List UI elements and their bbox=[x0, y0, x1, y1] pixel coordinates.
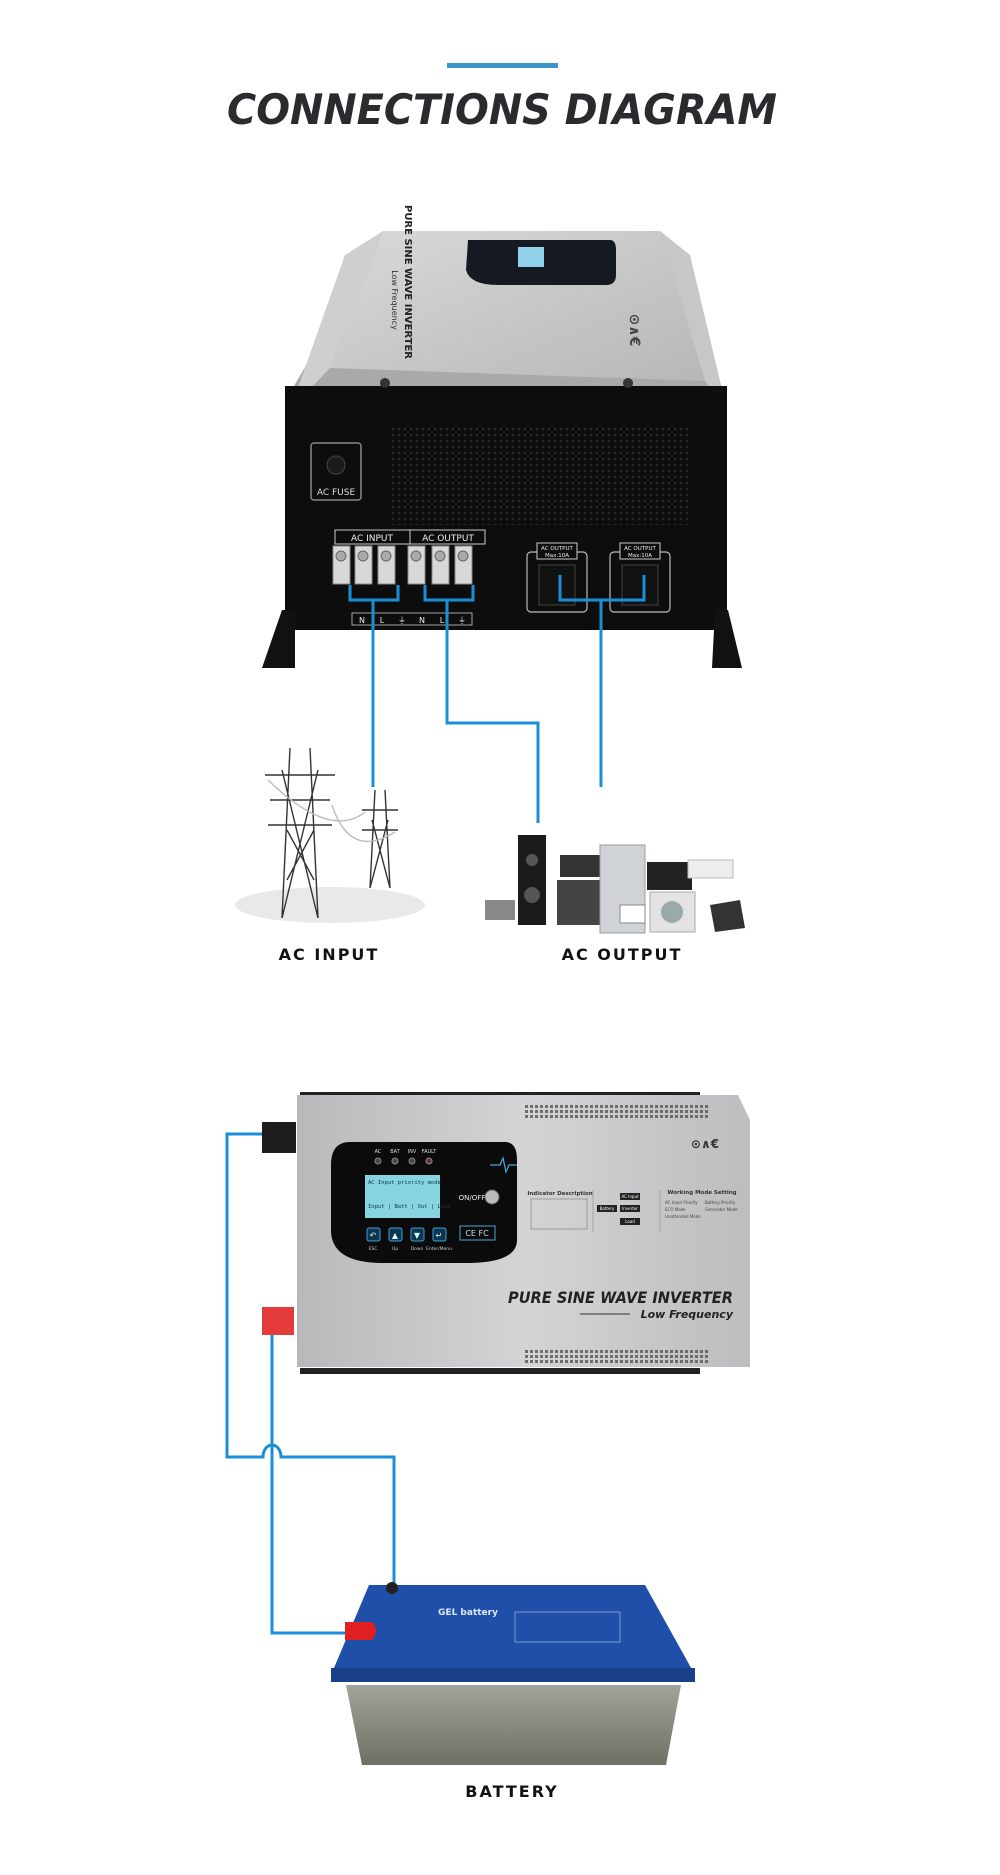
led-label: INV bbox=[408, 1149, 417, 1155]
terminal-block bbox=[332, 545, 473, 585]
battery-negative-post bbox=[386, 1582, 398, 1594]
panel-button-enter-menu[interactable] bbox=[432, 1227, 447, 1242]
panel-button-esc[interactable] bbox=[366, 1227, 381, 1242]
battery-brand: GEL battery bbox=[438, 1608, 498, 1618]
brand-logo-front: ⊙∧€ bbox=[691, 1137, 719, 1151]
led-label: AC bbox=[375, 1149, 382, 1155]
status-led bbox=[425, 1157, 433, 1165]
title-accent-bar bbox=[447, 63, 558, 68]
ac-output-label: AC OUTPUT bbox=[561, 945, 683, 964]
mode-option: Unattended Mode bbox=[665, 1214, 701, 1219]
front-product-name: PURE SINE WAVE INVERTER bbox=[508, 1288, 733, 1307]
mode-title: Working Mode Setting bbox=[667, 1190, 736, 1196]
status-led bbox=[408, 1157, 416, 1165]
panel-button-up[interactable] bbox=[388, 1227, 403, 1242]
flow-box: Inverter bbox=[622, 1206, 638, 1211]
terminal-label-ac-output: AC OUTPUT bbox=[422, 534, 474, 544]
terminal-screw[interactable] bbox=[454, 545, 473, 585]
terminal-label-ac-input: AC INPUT bbox=[351, 534, 394, 544]
inverter-rear-view: PURE SINE WAVE INVERTER Low Frequency ⊙∧… bbox=[262, 205, 742, 668]
button-label: Enter/Menu bbox=[426, 1246, 452, 1252]
button-glyph-icon: ↵ bbox=[436, 1231, 443, 1240]
button-glyph-icon: ↶ bbox=[369, 1231, 377, 1240]
terminal-screw[interactable] bbox=[431, 545, 450, 585]
terminal-screw[interactable] bbox=[407, 545, 426, 585]
inverter-front-view: AC BAT INV FAULT AC Input priority mode Inp… bbox=[262, 1092, 750, 1374]
flow-box: AC Input bbox=[621, 1194, 639, 1199]
certification-marks: CE FC bbox=[465, 1229, 489, 1238]
battery-positive-post bbox=[345, 1622, 376, 1640]
terminal-screw[interactable] bbox=[332, 545, 351, 585]
status-led bbox=[391, 1157, 399, 1165]
page-title: CONNECTIONS DIAGRAM bbox=[227, 85, 777, 134]
vent-grille bbox=[390, 425, 690, 525]
led-label: BAT bbox=[390, 1149, 400, 1155]
outlet-label: AC OUTPUT bbox=[541, 546, 573, 552]
terminal-marking: N bbox=[419, 616, 425, 625]
battery-illustration: GEL battery bbox=[331, 1582, 695, 1765]
front-product-sub: Low Frequency bbox=[641, 1308, 734, 1321]
battery-case bbox=[346, 1685, 681, 1765]
ac-fuse[interactable] bbox=[310, 442, 362, 501]
flow-box: Battery bbox=[600, 1206, 615, 1211]
panel-button-down[interactable] bbox=[410, 1227, 425, 1242]
battery-positive-terminal bbox=[262, 1307, 294, 1335]
indicator-title: Indicator Description bbox=[527, 1191, 592, 1197]
lcd-screen bbox=[365, 1175, 440, 1218]
ac-input-wire bbox=[348, 585, 400, 787]
outlet-rating: Max:10A bbox=[545, 553, 569, 559]
power-tower-illustration bbox=[235, 747, 425, 923]
positive-wire bbox=[270, 1335, 367, 1635]
top-lcd bbox=[518, 247, 544, 267]
ac-input-label: AC INPUT bbox=[278, 945, 380, 964]
flow-box: Load bbox=[625, 1219, 635, 1224]
heartbeat-graphic bbox=[490, 1156, 517, 1174]
terminal-markings: N L ⏚ N L ⏚ bbox=[351, 612, 473, 626]
lcd-line-1: AC Input priority mode bbox=[368, 1180, 441, 1186]
lcd-line-2: Input | Batt | Out | Load bbox=[368, 1204, 451, 1210]
outlet-wire bbox=[558, 575, 646, 787]
terminal-screw[interactable] bbox=[354, 545, 373, 585]
battery-lid bbox=[331, 1585, 695, 1675]
outlet-rating: Max:10A bbox=[628, 553, 652, 559]
mode-option: ECO Mode bbox=[665, 1207, 686, 1212]
left-foot bbox=[262, 610, 295, 668]
ac-wires bbox=[348, 575, 646, 823]
button-label: Up bbox=[392, 1246, 398, 1252]
battery-label: BATTERY bbox=[465, 1782, 559, 1801]
terminal-marking: L bbox=[380, 616, 385, 625]
power-switch-label: ON/OFF bbox=[459, 1194, 486, 1202]
brand-logo: ⊙∧€ bbox=[626, 314, 642, 347]
appliances-illustration bbox=[485, 835, 745, 934]
battery-negative-terminal bbox=[262, 1122, 296, 1153]
terminal-marking: N bbox=[359, 616, 365, 625]
ac-output-wire bbox=[423, 585, 540, 823]
button-label: Down bbox=[411, 1246, 424, 1252]
button-glyph-icon: ▼ bbox=[414, 1231, 421, 1240]
terminal-marking: ⏚ bbox=[398, 616, 406, 625]
battery-wires bbox=[225, 1132, 396, 1635]
outlet-label: AC OUTPUT bbox=[624, 546, 656, 552]
terminal-marking: L bbox=[440, 616, 445, 625]
terminal-screw[interactable] bbox=[377, 545, 396, 585]
terminal-marking: ⏚ bbox=[458, 616, 466, 625]
ac-fuse-label: AC FUSE bbox=[317, 488, 356, 498]
button-label: ESC bbox=[369, 1246, 378, 1252]
top-product-name: PURE SINE WAVE INVERTER bbox=[402, 205, 413, 359]
mode-option: AC Input Priority bbox=[665, 1200, 698, 1205]
power-switch[interactable] bbox=[484, 1189, 500, 1205]
led-label: FAULT bbox=[422, 1149, 438, 1155]
status-led bbox=[374, 1157, 382, 1165]
mode-option: Battery Priority bbox=[705, 1200, 736, 1205]
button-glyph-icon: ▲ bbox=[392, 1231, 399, 1240]
top-product-sub: Low Frequency bbox=[390, 270, 399, 330]
right-foot bbox=[712, 610, 742, 668]
mode-option: Generator Mode bbox=[705, 1207, 738, 1212]
